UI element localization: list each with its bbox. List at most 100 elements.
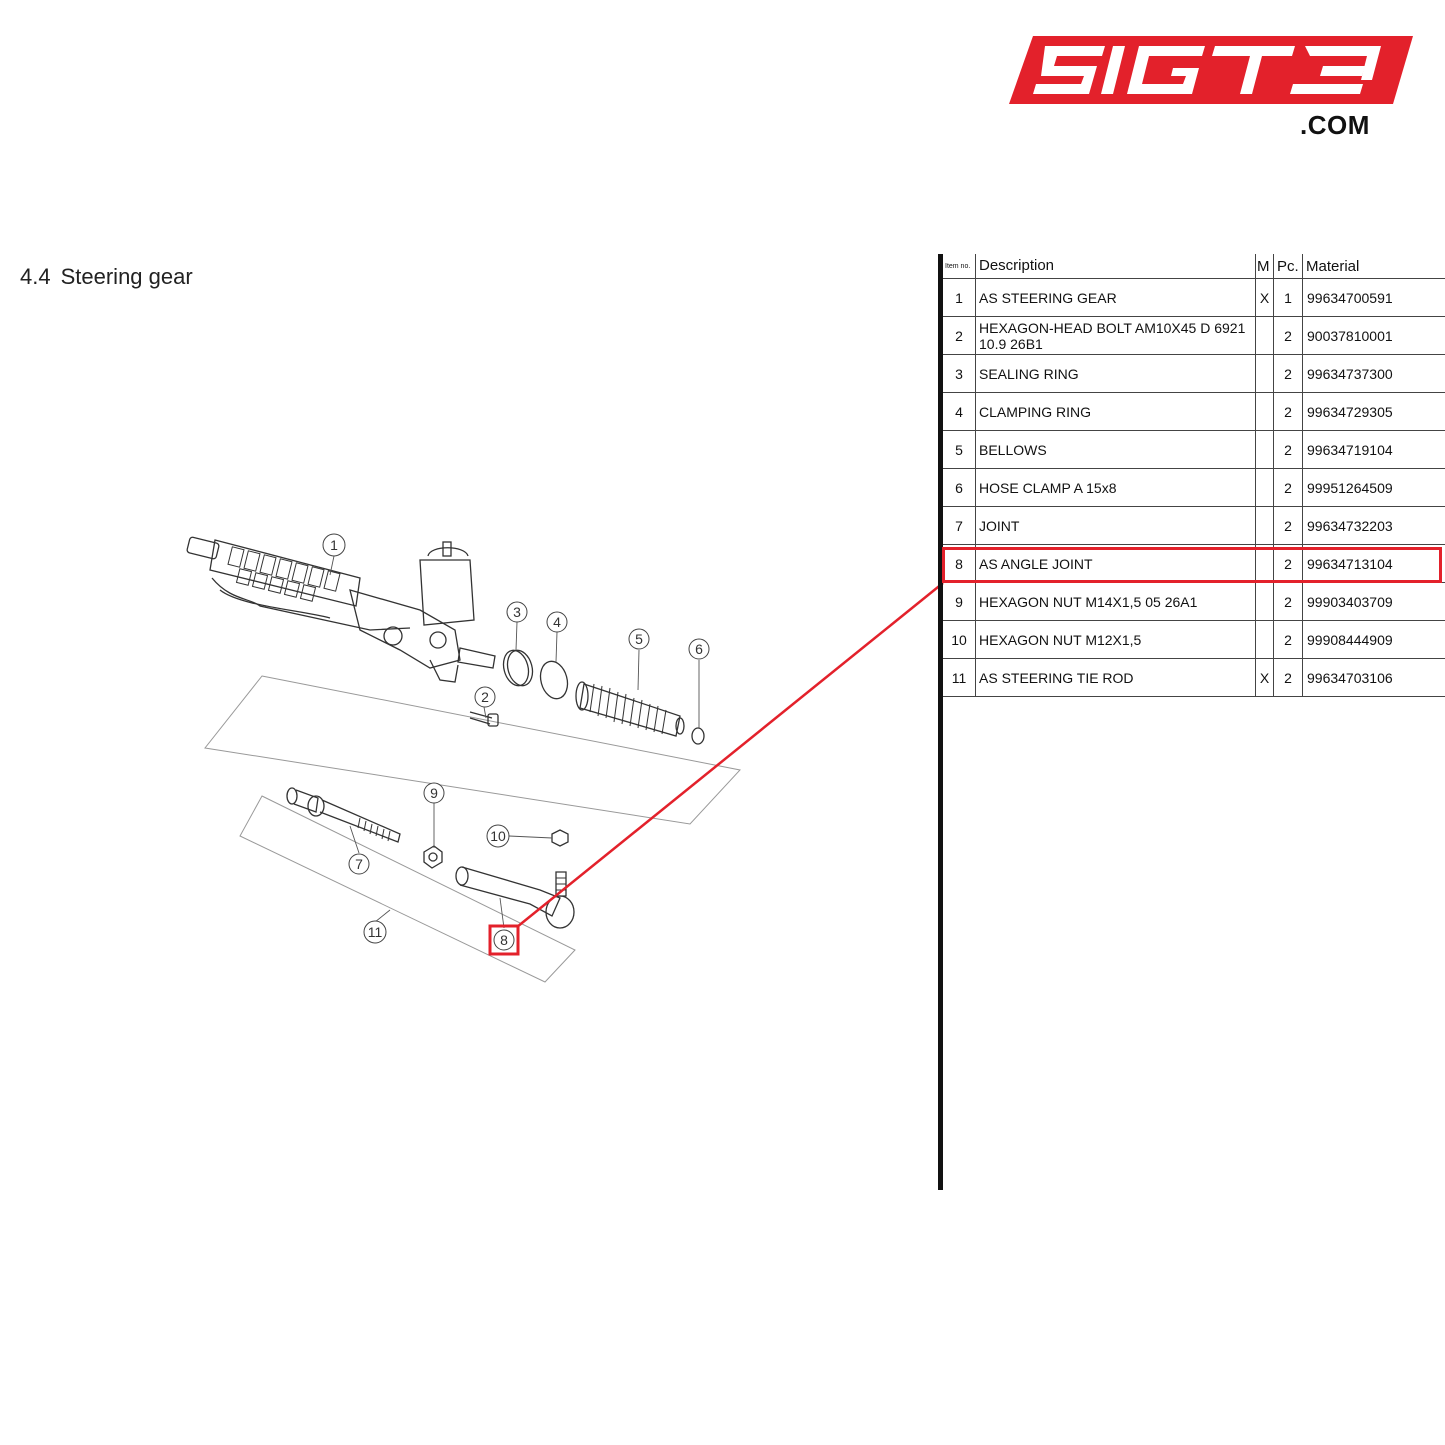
callout-8[interactable]: 8 <box>493 929 515 951</box>
callout-1[interactable]: 1 <box>322 533 346 557</box>
row-m <box>1255 506 1274 545</box>
bolt-drawing <box>469 711 499 727</box>
row-pc: 2 <box>1273 544 1303 583</box>
row-description: HEXAGON NUT M14X1,5 05 26A1 <box>975 582 1256 621</box>
row-material[interactable]: 99634719104 <box>1302 430 1445 469</box>
callout-11[interactable]: 11 <box>363 920 387 944</box>
row-material[interactable]: 99634700591 <box>1302 278 1445 317</box>
header-pc: Pc. <box>1273 254 1303 279</box>
table-row[interactable]: 4 CLAMPING RING 2 99634729305 <box>943 392 1445 431</box>
row-m <box>1255 468 1274 507</box>
callout-5-label: 5 <box>635 631 643 647</box>
row-material[interactable]: 99903403709 <box>1302 582 1445 621</box>
callout-1-label: 1 <box>330 537 338 553</box>
highlight-connector-line <box>516 582 944 928</box>
callout-8-label: 8 <box>500 932 508 948</box>
steering-gear-drawing <box>186 536 496 683</box>
row-item-no: 10 <box>943 620 976 659</box>
row-pc: 2 <box>1273 620 1303 659</box>
row-item-no: 4 <box>943 392 976 431</box>
row-item-no: 7 <box>943 506 976 545</box>
row-item-no: 5 <box>943 430 976 469</box>
row-description: HEXAGON NUT M12X1,5 <box>975 620 1256 659</box>
callout-6[interactable]: 6 <box>688 638 710 660</box>
row-material[interactable]: 99634732203 <box>1302 506 1445 545</box>
brand-domain: .COM <box>1300 110 1370 140</box>
row-item-no: 6 <box>943 468 976 507</box>
row-pc: 1 <box>1273 278 1303 317</box>
row-material[interactable]: 99908444909 <box>1302 620 1445 659</box>
row-item-no: 2 <box>943 316 976 355</box>
row-pc: 2 <box>1273 582 1303 621</box>
table-row[interactable]: 3 SEALING RING 2 99634737300 <box>943 354 1445 393</box>
table-left-border <box>938 254 943 1190</box>
row-description: BELLOWS <box>975 430 1256 469</box>
row-item-no: 1 <box>943 278 976 317</box>
parts-table: Item no. Description M Pc. Material 1 AS… <box>943 254 1445 697</box>
row-description: JOINT <box>975 506 1256 545</box>
callout-9[interactable]: 9 <box>423 782 445 804</box>
callout-7[interactable]: 7 <box>348 853 370 875</box>
row-pc: 2 <box>1273 430 1303 469</box>
row-description: HOSE CLAMP A 15x8 <box>975 468 1256 507</box>
row-material[interactable]: 90037810001 <box>1302 316 1445 355</box>
callout-10-label: 10 <box>490 828 506 844</box>
row-pc: 2 <box>1273 658 1303 697</box>
callout-4[interactable]: 4 <box>546 611 568 633</box>
table-row[interactable]: 10 HEXAGON NUT M12X1,5 2 99908444909 <box>943 620 1445 659</box>
table-row-highlighted[interactable]: 8 AS ANGLE JOINT 2 99634713104 <box>943 544 1445 583</box>
row-item-no: 8 <box>943 544 976 583</box>
table-row[interactable]: 7 JOINT 2 99634732203 <box>943 506 1445 545</box>
table-row[interactable]: 2 HEXAGON-HEAD BOLT AM10X45 D 6921 10.9 … <box>943 316 1445 355</box>
row-m: X <box>1255 278 1274 317</box>
row-pc: 2 <box>1273 316 1303 355</box>
section-title: 4.4 Steering gear <box>20 264 193 290</box>
row-description: SEALING RING <box>975 354 1256 393</box>
row-material[interactable]: 99634703106 <box>1302 658 1445 697</box>
row-material[interactable]: 99634729305 <box>1302 392 1445 431</box>
section-title-text: Steering gear <box>60 264 193 289</box>
row-material[interactable]: 99634737300 <box>1302 354 1445 393</box>
table-row[interactable]: 9 HEXAGON NUT M14X1,5 05 26A1 2 99903403… <box>943 582 1445 621</box>
callout-3[interactable]: 3 <box>506 601 528 623</box>
row-material[interactable]: 99634713104 <box>1302 544 1445 583</box>
header-item-no: Item no. <box>943 254 976 279</box>
row-description: AS STEERING GEAR <box>975 278 1256 317</box>
row-m <box>1255 544 1274 583</box>
joint-drawing <box>286 787 401 843</box>
callout-2[interactable]: 2 <box>474 686 496 708</box>
row-m <box>1255 354 1274 393</box>
table-header-row: Item no. Description M Pc. Material <box>943 254 1445 279</box>
callout-3-label: 3 <box>513 604 521 620</box>
row-m <box>1255 620 1274 659</box>
row-pc: 2 <box>1273 392 1303 431</box>
header-material: Material <box>1302 254 1445 279</box>
row-item-no: 11 <box>943 658 976 697</box>
callout-5[interactable]: 5 <box>628 628 650 650</box>
section-number: 4.4 <box>20 264 51 289</box>
row-m: X <box>1255 658 1274 697</box>
callout-6-label: 6 <box>695 641 703 657</box>
callout-10[interactable]: 10 <box>486 824 510 848</box>
angle-joint-drawing <box>455 866 575 929</box>
callout-4-label: 4 <box>553 614 561 630</box>
row-pc: 2 <box>1273 506 1303 545</box>
row-pc: 2 <box>1273 354 1303 393</box>
callout-11-label: 11 <box>368 924 383 940</box>
row-description: AS ANGLE JOINT <box>975 544 1256 583</box>
row-pc: 2 <box>1273 468 1303 507</box>
table-row[interactable]: 6 HOSE CLAMP A 15x8 2 99951264509 <box>943 468 1445 507</box>
table-row[interactable]: 5 BELLOWS 2 99634719104 <box>943 430 1445 469</box>
brand-logo[interactable] <box>1005 34 1415 144</box>
callout-9-label: 9 <box>430 785 438 801</box>
row-m <box>1255 582 1274 621</box>
row-material[interactable]: 99951264509 <box>1302 468 1445 507</box>
table-row[interactable]: 1 AS STEERING GEAR X 1 99634700591 <box>943 278 1445 317</box>
row-description: AS STEERING TIE ROD <box>975 658 1256 697</box>
row-description: CLAMPING RING <box>975 392 1256 431</box>
table-row[interactable]: 11 AS STEERING TIE ROD X 2 99634703106 <box>943 658 1445 697</box>
row-m <box>1255 392 1274 431</box>
row-item-no: 9 <box>943 582 976 621</box>
row-m <box>1255 316 1274 355</box>
